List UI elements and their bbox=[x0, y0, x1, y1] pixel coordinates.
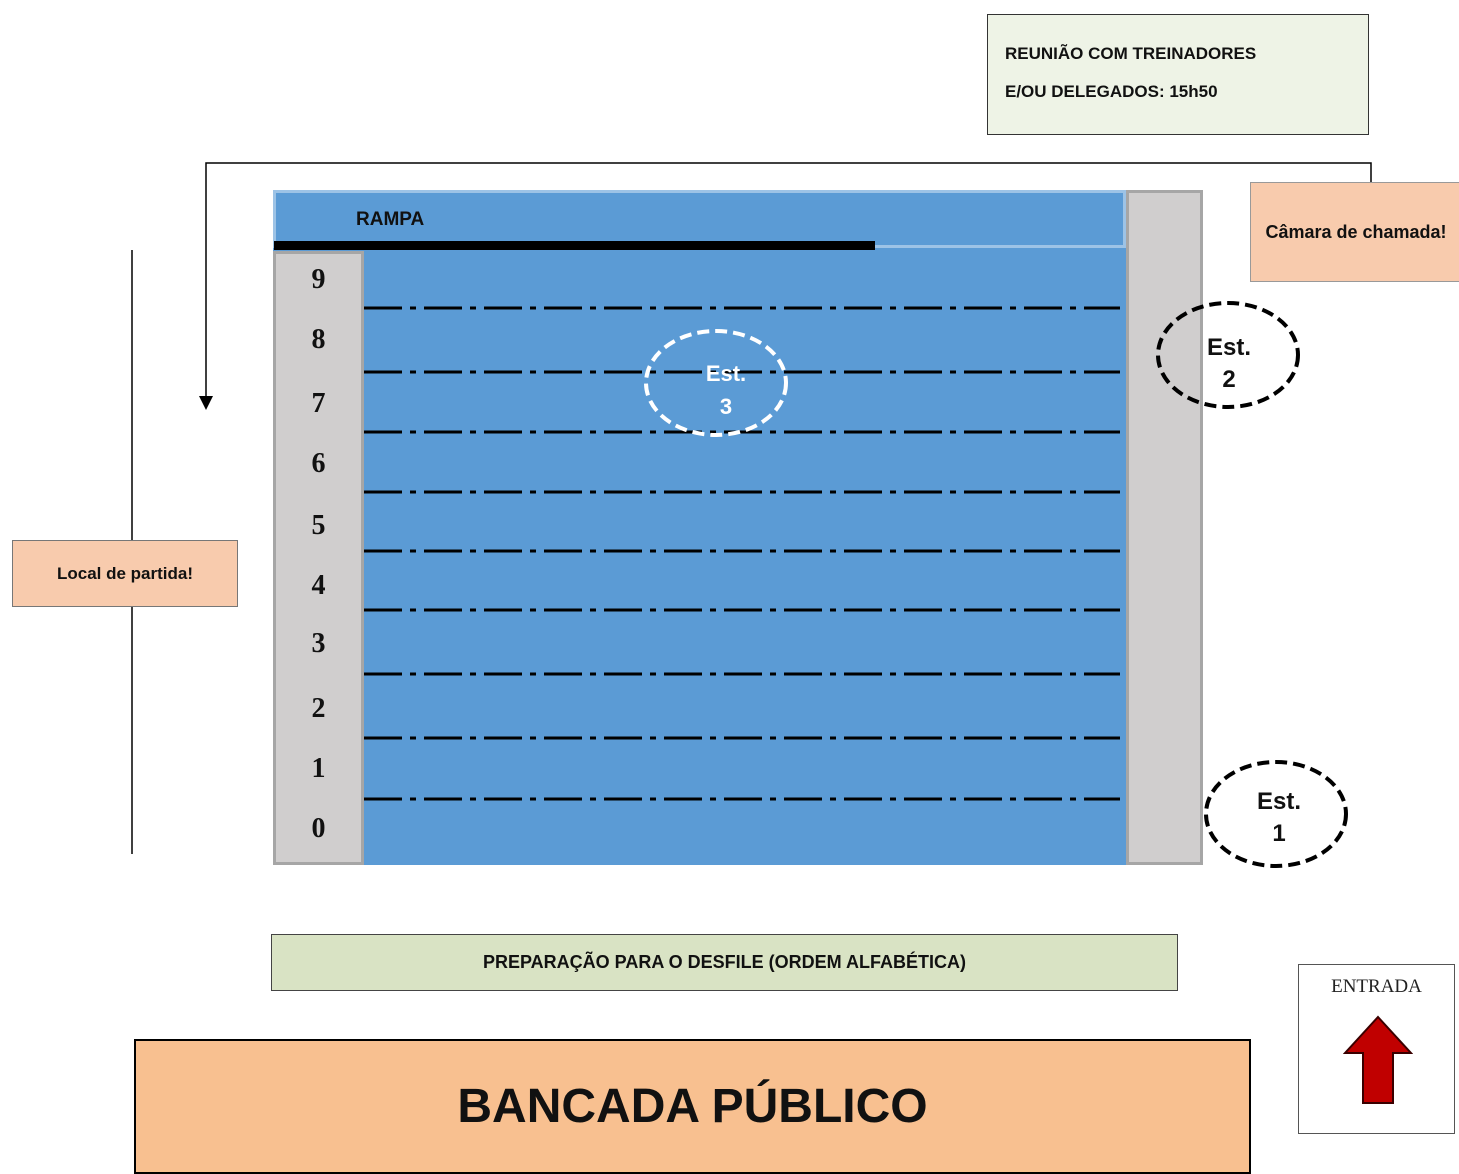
up-arrow-icon bbox=[1343, 1015, 1413, 1104]
stands-label: BANCADA PÚBLICO bbox=[457, 1080, 928, 1133]
start-place-label: Local de partida! bbox=[56, 563, 194, 583]
station-3-line2: 3 bbox=[720, 394, 732, 419]
station-1-marker bbox=[1204, 760, 1348, 868]
lane-number-3: 3 bbox=[311, 628, 326, 659]
call-room-connector bbox=[205, 162, 1372, 398]
station-2-marker bbox=[1156, 301, 1300, 409]
lane-number-2: 2 bbox=[311, 693, 326, 724]
lane-number-8: 8 bbox=[311, 324, 326, 355]
lane-number-4: 4 bbox=[311, 570, 326, 601]
lane-number-7: 7 bbox=[311, 388, 326, 419]
connector-arrowhead bbox=[199, 396, 213, 410]
lane-number-0: 0 bbox=[311, 813, 326, 844]
station-3-line1: Est. bbox=[706, 361, 746, 386]
meeting-note-line2: E/OU DELEGADOS: 15h50 bbox=[1005, 82, 1218, 101]
parade-prep-box: PREPARAÇÃO PARA O DESFILE (ORDEM ALFABÉT… bbox=[271, 934, 1178, 991]
left-deck bbox=[273, 251, 364, 865]
meeting-note: REUNIÃO COM TREINADORES E/OU DELEGADOS: … bbox=[987, 14, 1369, 135]
ramp-label: RAMPA bbox=[356, 209, 425, 230]
lane-number-1: 1 bbox=[311, 753, 326, 784]
station-3-marker bbox=[644, 329, 788, 437]
ramp-bar bbox=[274, 241, 875, 250]
lane-ropes bbox=[364, 306, 1120, 801]
station-1-line2: 1 bbox=[1272, 820, 1285, 847]
meeting-note-line1: REUNIÃO COM TREINADORES bbox=[1005, 44, 1257, 63]
stands-box: BANCADA PÚBLICO bbox=[134, 1039, 1251, 1174]
entrance-label: ENTRADA bbox=[1331, 976, 1422, 997]
lane-number-5: 5 bbox=[311, 510, 326, 541]
lane-number-9: 9 bbox=[311, 264, 326, 295]
start-place-box: Local de partida! bbox=[12, 540, 238, 607]
lane-number-6: 6 bbox=[311, 448, 326, 479]
call-room-box: Câmara de chamada! bbox=[1250, 182, 1459, 282]
station-2-line1: Est. bbox=[1207, 334, 1251, 361]
call-room-label: Câmara de chamada! bbox=[1265, 222, 1447, 242]
entrance-box: ENTRADA bbox=[1298, 964, 1455, 1134]
right-deck bbox=[1126, 190, 1203, 865]
station-1-line1: Est. bbox=[1257, 788, 1301, 815]
station-2-line2: 2 bbox=[1222, 366, 1235, 393]
pool bbox=[273, 190, 1203, 865]
parade-prep-label: PREPARAÇÃO PARA O DESFILE (ORDEM ALFABÉT… bbox=[482, 952, 966, 972]
